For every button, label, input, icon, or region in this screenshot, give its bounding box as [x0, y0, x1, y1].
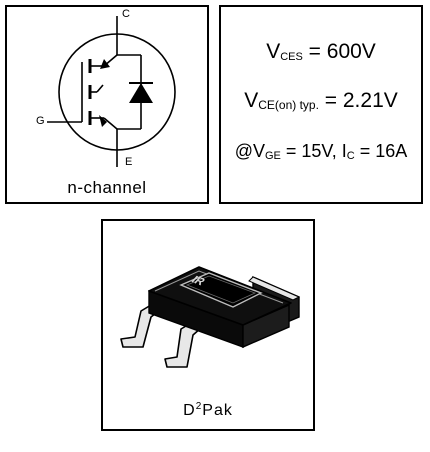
collector-arrow	[100, 59, 110, 69]
emitter-diagonal	[103, 117, 118, 130]
condition-mid: = 15V, I	[280, 141, 347, 161]
channel-type-label: n-channel	[67, 178, 147, 197]
specs-panel: VCES = 600V VCE(on) typ. = 2.21V @VGE = …	[219, 5, 423, 204]
package-marking-inner-border	[185, 275, 257, 304]
vceon-value: = 2.21V	[318, 89, 398, 112]
vge-subscript: GE	[264, 150, 281, 162]
vces-subscript: CES	[280, 51, 303, 63]
d2pak-package-icon: IR	[120, 266, 301, 368]
package-name-rest: Pak	[202, 402, 233, 419]
package-name-base: D	[183, 402, 196, 419]
diode-triangle	[129, 83, 153, 103]
vces-symbol: V	[266, 40, 281, 63]
package-panel: IR D2Pak	[101, 219, 315, 431]
spec-test-condition: @VGE = 15V, IC = 16A	[221, 141, 421, 162]
igbt-symbol-icon	[47, 16, 176, 167]
vceon-subscript: CE(on) typ.	[258, 98, 319, 112]
gate-label: G	[36, 115, 45, 127]
package-tab-top-edge	[248, 276, 301, 301]
collector-label: C	[122, 8, 130, 20]
igbt-symbol-panel: C G E n-channel	[5, 5, 209, 204]
condition-prefix: @V	[234, 141, 265, 161]
emitter-arrow	[99, 115, 107, 127]
vceon-symbol: V	[244, 89, 259, 112]
spec-vces: VCES = 600V	[221, 40, 421, 64]
condition-suffix: = 16A	[354, 141, 408, 161]
package-marking-area	[179, 272, 263, 308]
package-name-label: D2Pak	[103, 401, 313, 420]
emitter-label: E	[125, 156, 133, 168]
package-name-superscript: 2	[195, 401, 203, 412]
ic-subscript: C	[346, 150, 355, 162]
spec-vce-on: VCE(on) typ. = 2.21V	[221, 89, 421, 113]
vces-value: = 600V	[302, 40, 376, 63]
middle-diagonal	[96, 84, 104, 93]
